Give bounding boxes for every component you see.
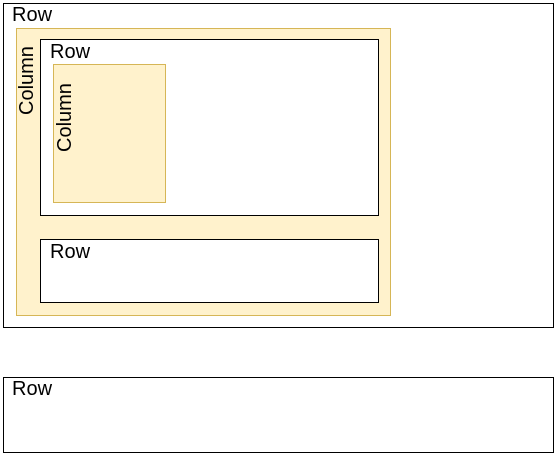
inner-column-container xyxy=(53,64,166,203)
inner-row-bottom-label: Row xyxy=(50,241,91,263)
outer-row-label: Row xyxy=(12,4,53,26)
bottom-row-container xyxy=(3,377,554,453)
inner-column-label: Column xyxy=(54,83,76,152)
bottom-row-label: Row xyxy=(12,378,53,400)
inner-row-top-label: Row xyxy=(50,41,91,63)
inner-row-bottom-container xyxy=(40,239,379,303)
outer-column-label: Column xyxy=(16,46,38,115)
